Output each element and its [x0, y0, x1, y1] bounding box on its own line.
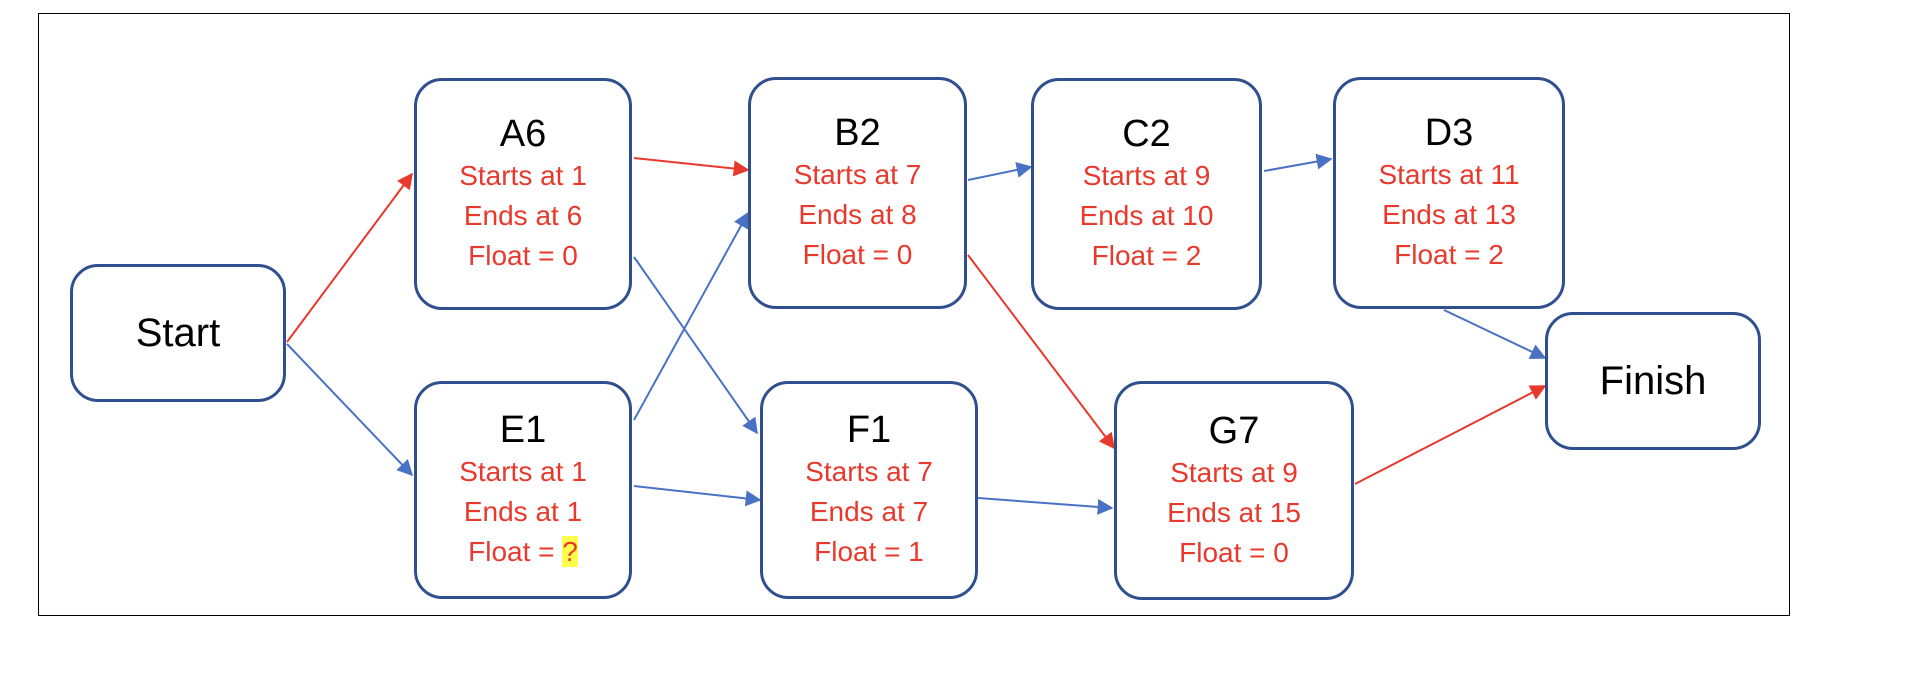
- node-e1-float-prefix: Float =: [468, 536, 563, 567]
- node-finish-label: Finish: [1599, 359, 1707, 403]
- node-c2-ends: Ends at 10: [1079, 200, 1214, 231]
- node-f1-float: Float = 1: [814, 536, 924, 567]
- node-c2-float: Float = 2: [1091, 240, 1202, 271]
- edge-g7-finish: [1354, 385, 1547, 485]
- node-e1-float-value: ?: [562, 536, 578, 567]
- node-g7-ends: Ends at 15: [1167, 496, 1301, 528]
- node-f1-ends: Ends at 7: [809, 496, 929, 527]
- node-g7-starts: Starts at 9: [1170, 456, 1298, 488]
- node-f1-title: F1: [846, 409, 892, 451]
- node-b2-ends: Ends at 8: [798, 199, 917, 230]
- edge-e1-f1: [633, 485, 762, 507]
- node-a6-title: A6: [499, 113, 547, 155]
- node-g7: G7 Starts at 9 Ends at 15 Float = 0: [1114, 381, 1354, 600]
- edge-a6-b2: [633, 157, 750, 177]
- node-f1: F1 Starts at 7 Ends at 7 Float = 1: [760, 381, 978, 599]
- node-d3-title: D3: [1424, 112, 1474, 154]
- node-start-label: Start: [135, 311, 221, 355]
- edge-b2-c2: [967, 162, 1033, 181]
- edge-a6-f1: [633, 256, 758, 435]
- node-c2-starts: Starts at 9: [1082, 160, 1211, 191]
- node-b2-starts: Starts at 7: [793, 159, 922, 190]
- node-e1: E1 Starts at 1 Ends at 1 Float = ?: [414, 381, 632, 599]
- node-e1-ends: Ends at 1: [463, 496, 583, 527]
- node-a6-ends: Ends at 6: [463, 200, 583, 231]
- node-e1-starts: Starts at 1: [459, 456, 587, 487]
- node-d3-ends: Ends at 13: [1382, 199, 1516, 230]
- node-e1-title: E1: [499, 409, 547, 451]
- node-b2: B2 Starts at 7 Ends at 8 Float = 0: [748, 77, 967, 309]
- edge-c2-d3: [1263, 153, 1333, 172]
- node-b2-title: B2: [834, 112, 881, 154]
- edge-b2-g7: [967, 254, 1115, 450]
- node-d3-float: Float = 2: [1394, 239, 1504, 270]
- node-d3: D3 Starts at 11 Ends at 13 Float = 2: [1333, 77, 1565, 309]
- node-a6-starts: Starts at 1: [459, 160, 587, 191]
- node-finish: Finish: [1545, 312, 1761, 450]
- edge-d3-finish: [1443, 309, 1547, 360]
- edge-start-e1: [286, 343, 414, 477]
- edge-e1-b2: [633, 211, 749, 421]
- edge-f1-g7: [977, 497, 1114, 515]
- node-b2-float: Float = 0: [802, 239, 913, 270]
- node-g7-title: G7: [1208, 409, 1260, 452]
- edge-start-a6: [286, 172, 413, 343]
- node-d3-starts: Starts at 11: [1378, 159, 1520, 190]
- node-c2-title: C2: [1122, 113, 1171, 155]
- diagram-frame: [38, 13, 1790, 616]
- node-e1-float: Float = ?: [468, 532, 578, 572]
- node-f1-starts: Starts at 7: [805, 456, 933, 487]
- node-a6: A6 Starts at 1 Ends at 6 Float = 0: [414, 78, 632, 310]
- node-start: Start: [70, 264, 286, 402]
- node-a6-float: Float = 0: [468, 240, 578, 271]
- node-g7-float: Float = 0: [1179, 536, 1289, 568]
- node-c2: C2 Starts at 9 Ends at 10 Float = 2: [1031, 78, 1262, 310]
